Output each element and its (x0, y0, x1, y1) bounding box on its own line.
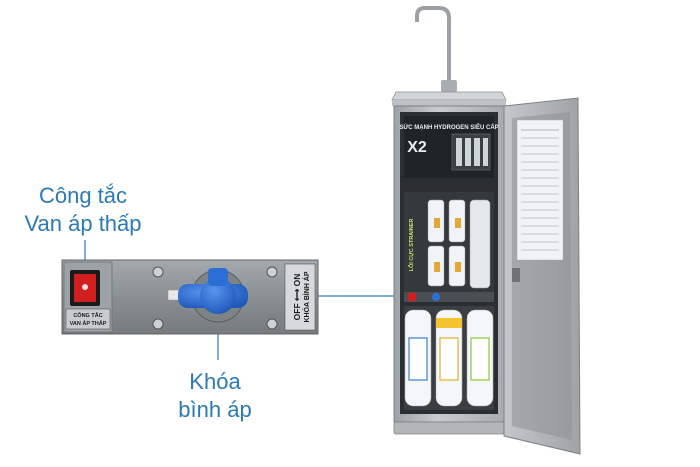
cabinet-door (503, 97, 581, 455)
water-purifier-cabinet: SỨC MẠNH HYDROGEN SIÊU CẤP X2 LÕI CỰC ST… (391, 6, 507, 435)
switch-callout-line1: Công tắc (38, 183, 128, 208)
purifier-header-badge: X2 (407, 139, 427, 156)
valve-callout-line2: bình áp (178, 397, 252, 422)
valve-callout-label: Khóa bình áp (150, 368, 280, 424)
valve-callout-line1: Khóa (189, 369, 241, 394)
switch-caption-line2: VAN ÁP THẤP (70, 320, 107, 327)
switch-callout-label: Công tắc Van áp thấp (8, 182, 158, 238)
switch-caption-line1: CÔNG TẮC (73, 311, 102, 319)
switch-callout-line2: Van áp thấp (24, 211, 142, 236)
screw-icon (266, 266, 278, 278)
instruction-sheet (516, 119, 564, 261)
purifier-header-title: SỨC MẠNH HYDROGEN SIÊU CẤP (399, 123, 498, 131)
pressure-tank-valve (178, 268, 248, 314)
control-panel-closeup: OFF ⟷ ON KHÓA BÌNH ÁP CÔNG TẮC VAN ÁP TH… (61, 259, 319, 335)
faucet-icon (415, 6, 451, 88)
purifier-side-label: LÕI CỰC STRAINER (408, 219, 415, 272)
valve-caption-off-on: OFF ⟷ ON (292, 274, 302, 321)
screw-icon (152, 266, 164, 278)
screw-icon (266, 318, 278, 330)
screw-icon (152, 318, 164, 330)
valve-caption-name: KHÓA BÌNH ÁP (302, 271, 311, 322)
